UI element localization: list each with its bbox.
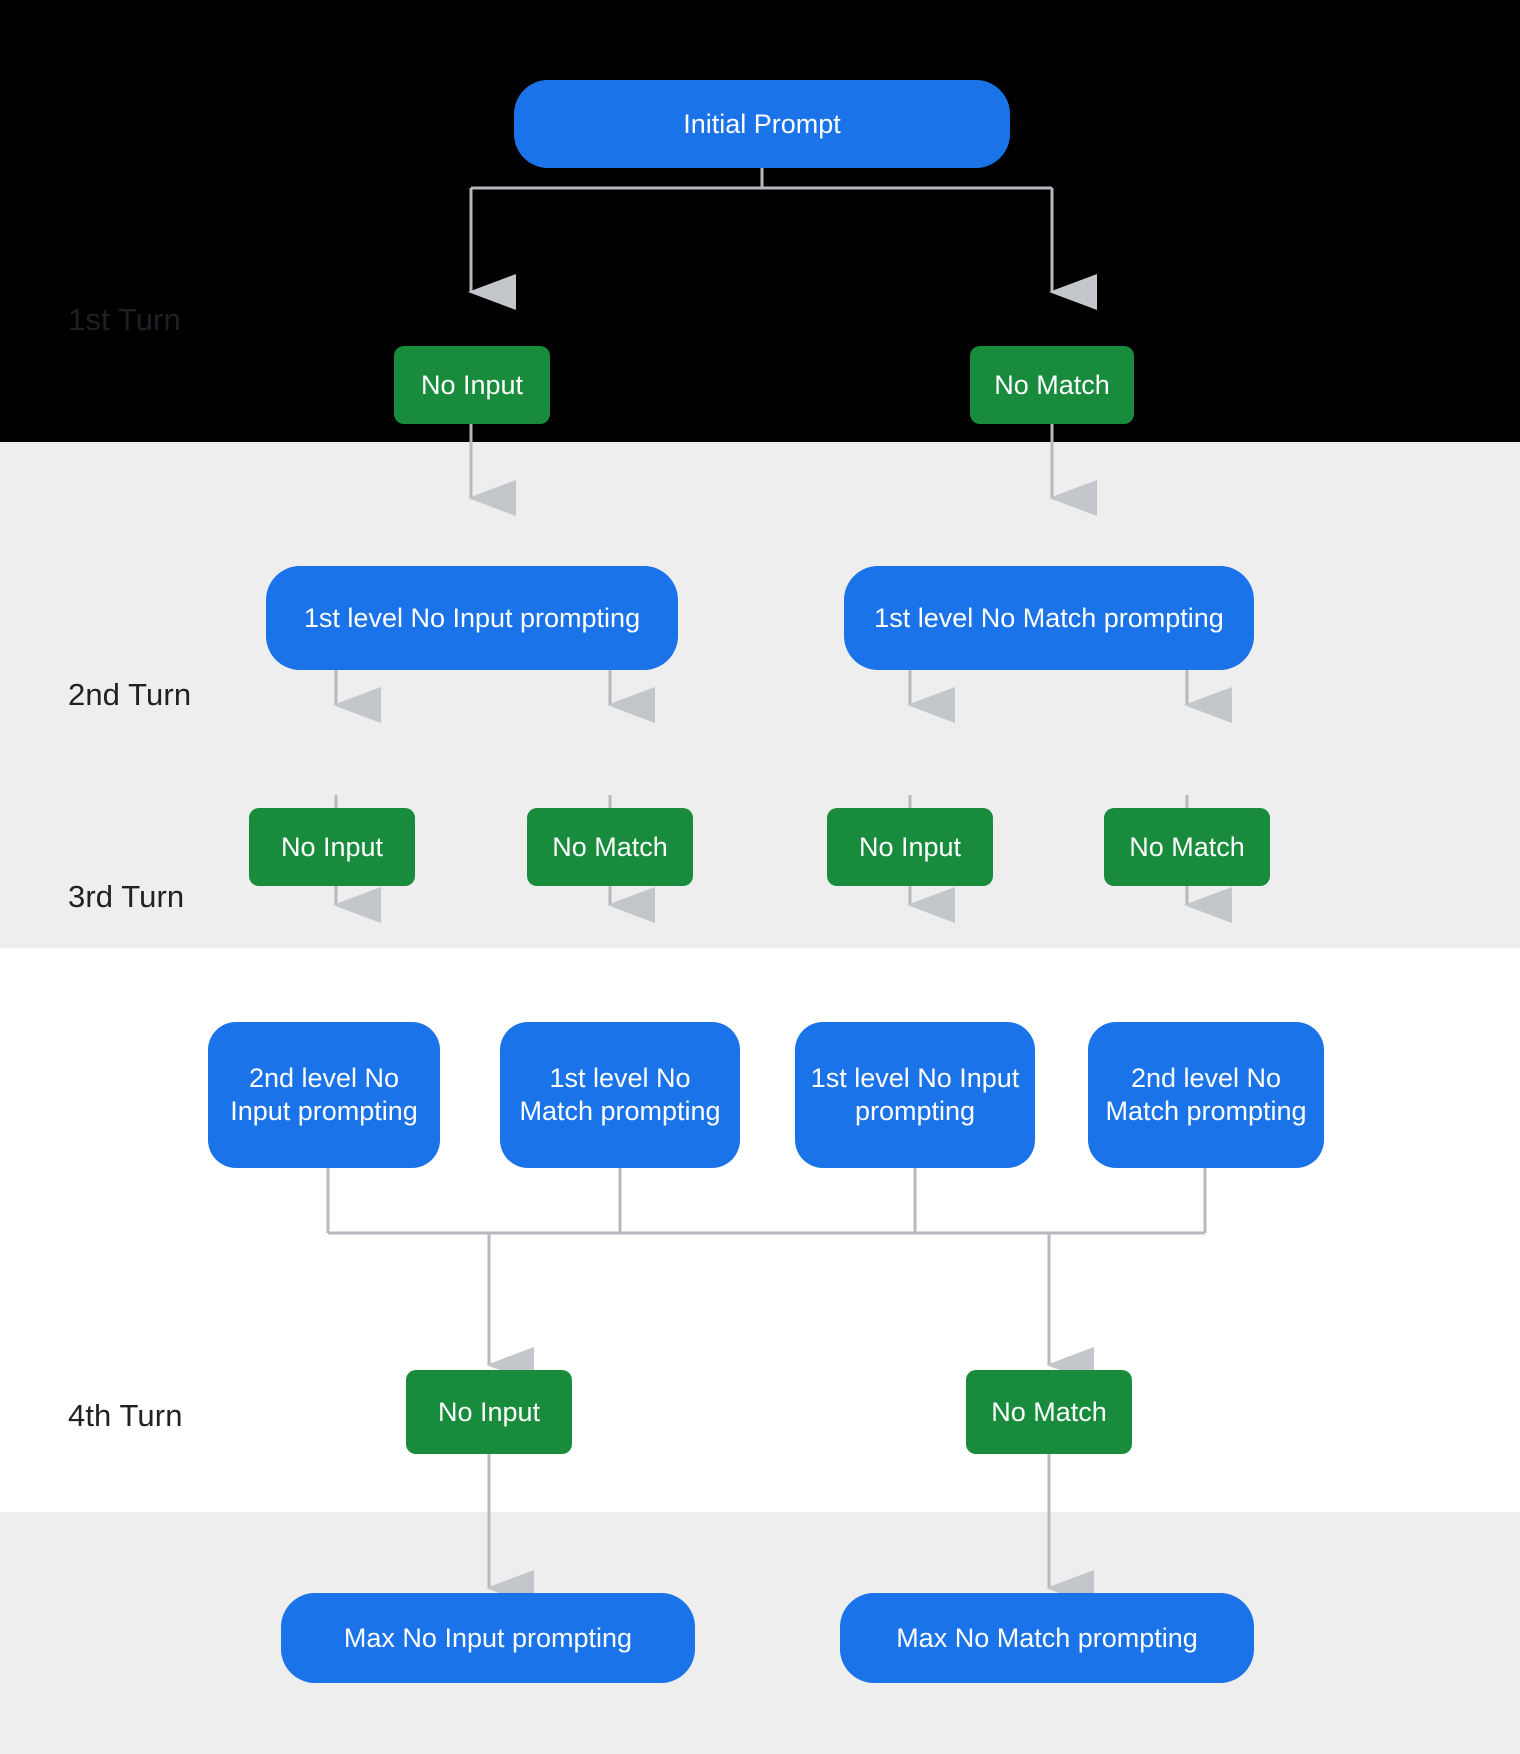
node-t4-max-no-match[interactable]: Max No Match prompting [840,1593,1254,1683]
node-t3-no-input[interactable]: No Input [406,1370,572,1454]
node-initial-prompt[interactable]: Initial Prompt [514,80,1010,168]
turn-label-3rd: 3rd Turn [68,879,185,914]
band-1st-turn [0,0,1520,442]
node-t4-max-no-input[interactable]: Max No Input prompting [281,1593,695,1683]
node-t2-no-match-b[interactable]: No Match [1104,808,1270,886]
turn-label-1st: 1st Turn [68,302,181,337]
band-4th-turn [0,1512,1520,1754]
node-t2-no-input-a[interactable]: No Input [249,808,415,886]
node-t3-prompt-1st-no-match[interactable]: 1st level No Match prompting [500,1022,740,1168]
node-t2-prompt-no-input[interactable]: 1st level No Input prompting [266,566,678,670]
node-t2-prompt-no-match[interactable]: 1st level No Match prompting [844,566,1254,670]
node-t2-no-input-b[interactable]: No Input [827,808,993,886]
node-t3-no-match[interactable]: No Match [966,1370,1132,1454]
node-t1-no-match[interactable]: No Match [970,346,1134,424]
node-t3-prompt-2nd-no-match[interactable]: 2nd level No Match prompting [1088,1022,1324,1168]
node-t2-no-match-a[interactable]: No Match [527,808,693,886]
turn-label-4th: 4th Turn [68,1398,183,1433]
turn-label-2nd: 2nd Turn [68,677,192,712]
node-t1-no-input[interactable]: No Input [394,346,550,424]
node-t3-prompt-1st-no-input[interactable]: 1st level No Input prompting [795,1022,1035,1168]
node-t3-prompt-2nd-no-input[interactable]: 2nd level No Input prompting [208,1022,440,1168]
